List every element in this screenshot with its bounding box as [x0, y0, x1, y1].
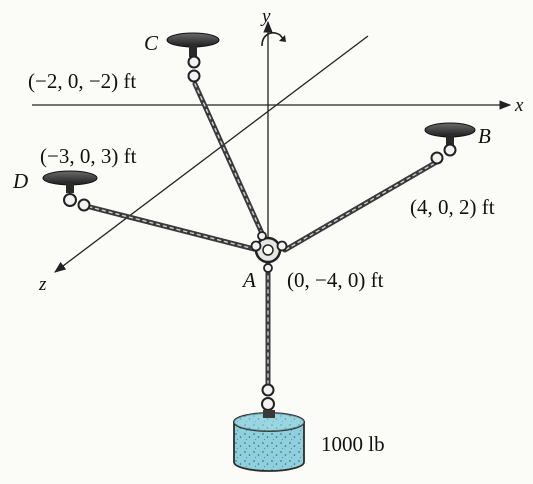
z-axis	[54, 35, 369, 273]
point-D-label: D	[12, 169, 28, 193]
y-axis-label: y	[260, 6, 271, 27]
point-C-label: C	[144, 31, 159, 55]
x-axis-label: x	[514, 95, 524, 116]
cable-AD-highlight	[81, 204, 259, 251]
weight-hook	[261, 383, 275, 411]
support-plate-B	[424, 122, 476, 165]
point-D-coordinates: (−3, 0, 3) ft	[40, 144, 137, 168]
rotation-arrow-icon	[261, 32, 285, 47]
point-A-coordinates: (0, −4, 0) ft	[287, 268, 384, 292]
cable-AB-highlight	[284, 159, 441, 251]
cable-AC-highlight	[194, 83, 266, 241]
point-B-label: B	[478, 124, 491, 148]
z-axis-label: z	[38, 274, 47, 295]
support-plate-C	[166, 32, 220, 83]
cables	[79, 81, 443, 391]
support-plate-D	[42, 170, 98, 212]
rotation-arrowhead-icon	[279, 35, 286, 42]
weight-cylinder	[233, 410, 305, 472]
point-B-coordinates: (4, 0, 2) ft	[410, 195, 495, 219]
coordinate-axes	[32, 20, 512, 273]
load-label: 1000 lb	[321, 432, 385, 456]
junction-ring-A	[250, 231, 288, 273]
point-A-label: A	[241, 268, 256, 292]
point-C-coordinates: (−2, 0, −2) ft	[28, 69, 136, 93]
